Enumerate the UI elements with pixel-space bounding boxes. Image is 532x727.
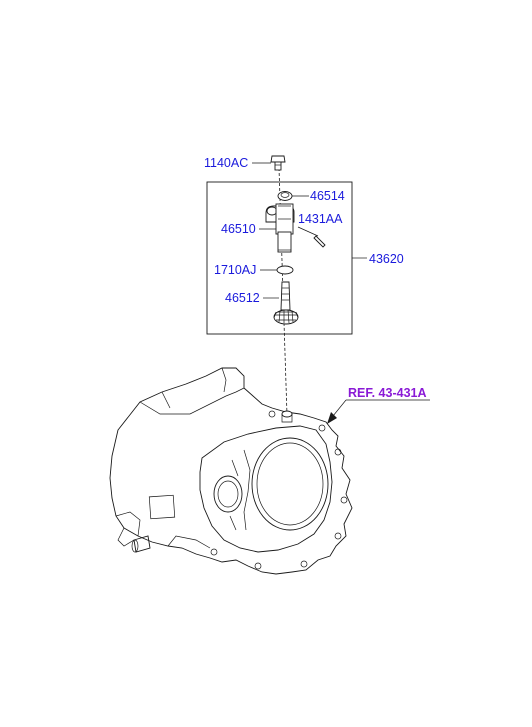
label-46512[interactable]: 46512: [225, 291, 260, 305]
transaxle-case: [109, 367, 353, 575]
label-ref-43-431a[interactable]: REF. 43-431A: [348, 386, 427, 400]
label-1710aj[interactable]: 1710AJ: [214, 263, 256, 277]
bolt-part[interactable]: [270, 155, 286, 171]
ref-arrowhead: [327, 412, 337, 424]
o-ring-part[interactable]: [276, 265, 294, 275]
label-1431aa[interactable]: 1431AA: [298, 212, 343, 226]
label-46510[interactable]: 46510: [221, 222, 256, 236]
assembly-box: [206, 181, 353, 335]
leader-lines: [252, 162, 430, 417]
label-46514[interactable]: 46514: [310, 189, 345, 203]
seal-part[interactable]: [277, 191, 293, 201]
label-1140ac[interactable]: 1140AC: [204, 156, 248, 170]
driven-gear-part[interactable]: [273, 281, 299, 325]
speed-sensor-part[interactable]: [265, 203, 295, 253]
label-43620[interactable]: 43620: [369, 252, 404, 266]
pin-part[interactable]: [313, 235, 326, 248]
